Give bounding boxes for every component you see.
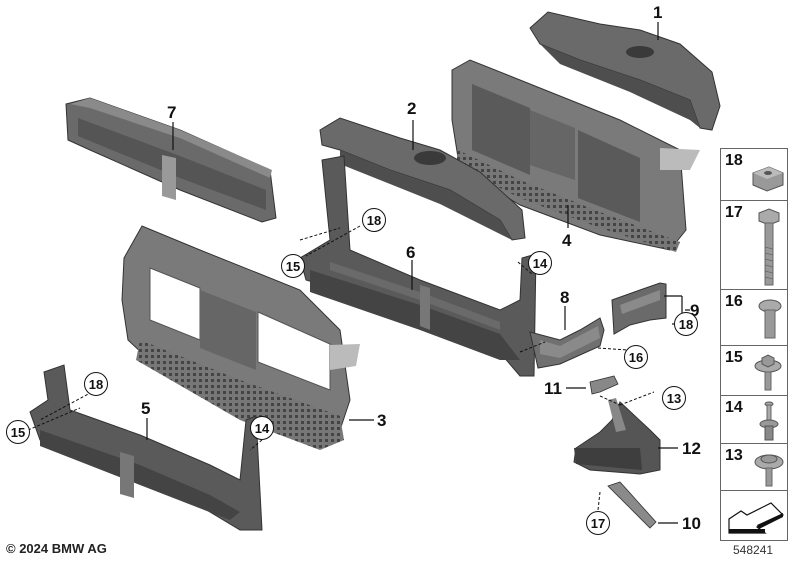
copyright-text: © 2024 BMW AG — [6, 541, 107, 556]
part-12-brake-air-duct[interactable] — [573, 398, 661, 475]
part-5-air-duct-frame[interactable] — [29, 364, 263, 531]
callout-5[interactable]: 5 — [141, 399, 151, 418]
callout-11[interactable]: 11 — [544, 379, 562, 398]
hardware-item-18[interactable]: 18 — [721, 149, 787, 201]
circled-callout-16[interactable]: 16 — [624, 345, 648, 369]
circled-callout-15[interactable]: 15 — [6, 420, 30, 444]
callout-9[interactable]: 9 — [690, 301, 700, 320]
circled-callout-14[interactable]: 14 — [528, 251, 552, 275]
leader-lines — [146, 22, 690, 524]
hardware-item-15[interactable]: 15 — [721, 346, 787, 396]
circled-callout-18[interactable]: 18 — [362, 208, 386, 232]
callout-12[interactable]: 12 — [682, 439, 701, 458]
callout-4[interactable]: 4 — [562, 231, 572, 250]
circled-callout-14[interactable]: 14 — [250, 416, 274, 440]
part-2-upper-duct[interactable] — [319, 117, 526, 241]
callout-7[interactable]: 7 — [167, 103, 177, 122]
part-11-clip-bracket[interactable] — [589, 375, 619, 395]
hardware-item-17[interactable]: 17 — [721, 201, 787, 290]
part-4-front-carrier[interactable] — [451, 59, 700, 252]
part-7-air-flap-grille[interactable] — [65, 97, 277, 223]
callout-6[interactable]: 6 — [406, 243, 416, 262]
hardware-item-13[interactable]: 13 — [721, 444, 787, 491]
dashed-leaders — [27, 225, 655, 511]
hardware-label: 13 — [725, 447, 743, 464]
washer-screw-icon — [754, 454, 784, 487]
expansion-rivet-icon — [759, 401, 779, 441]
direction-arrow-icon — [728, 502, 785, 534]
hardware-label: 18 — [725, 152, 743, 169]
reference-number: 548241 — [733, 543, 774, 557]
hardware-item-arrow — [721, 491, 787, 540]
part-9-duct-bend[interactable] — [611, 282, 667, 335]
circled-callout-18[interactable]: 18 — [84, 372, 108, 396]
hardware-label: 15 — [725, 349, 743, 366]
callout-2[interactable]: 2 — [407, 99, 417, 118]
callout-1[interactable]: 1 — [653, 3, 663, 22]
part-6-air-duct-frame[interactable] — [299, 155, 537, 377]
hardware-panel: 18 17 16 15 14 — [720, 148, 788, 541]
part-1-upper-duct[interactable] — [529, 11, 721, 131]
hardware-item-14[interactable]: 14 — [721, 396, 787, 444]
circled-callout-18[interactable]: 18 — [674, 312, 698, 336]
nut-clip-icon — [752, 166, 784, 192]
callout-10[interactable]: 10 — [682, 514, 701, 533]
hardware-label: 14 — [725, 399, 743, 416]
part-10-bracket-strip[interactable] — [607, 481, 657, 529]
circled-callout-17[interactable]: 17 — [586, 511, 610, 535]
callout-8[interactable]: 8 — [560, 288, 570, 307]
hex-bolt-icon — [758, 208, 780, 286]
circled-callout-13[interactable]: 13 — [662, 386, 686, 410]
button-head-screw-icon — [758, 299, 782, 339]
callout-3[interactable]: 3 — [377, 411, 387, 430]
part-3-front-carrier[interactable] — [121, 225, 360, 450]
flange-screw-icon — [754, 354, 782, 391]
hardware-item-16[interactable]: 16 — [721, 290, 787, 346]
hardware-label: 16 — [725, 293, 743, 310]
circled-callout-15[interactable]: 15 — [281, 254, 305, 278]
part-8-duct-bracket[interactable] — [529, 317, 605, 369]
hardware-label: 17 — [725, 204, 743, 221]
